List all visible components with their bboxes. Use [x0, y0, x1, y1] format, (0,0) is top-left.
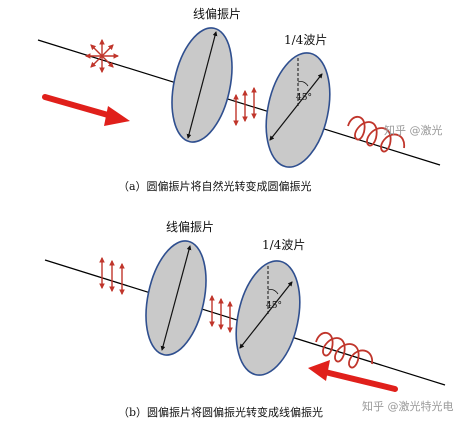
panel-b: 线偏振片 45° 1/4波片 （b）圆偏振片将圆偏振光转变成线偏振光: [44, 219, 446, 419]
watermark-a: 知乎 @激光: [384, 123, 443, 137]
incident-beam-arrow-b: [308, 360, 398, 392]
angle-label-b: 45°: [266, 301, 282, 311]
circular-polarization-helix: [347, 116, 405, 153]
natural-light-symbol: [84, 38, 120, 74]
linear-polarizer-plate: [171, 27, 233, 143]
angle-label: 45°: [296, 93, 312, 103]
linear-polarization-arrows: [233, 86, 257, 127]
output-linear-arrows: [99, 256, 125, 296]
polarizer-label: 线偏振片: [193, 6, 241, 21]
quarter-wave-plate-b: [235, 260, 301, 376]
incident-beam-arrow: [42, 94, 130, 126]
watermark-b: 知乎 @激光特光电: [362, 399, 454, 413]
quarter-wave-plate: [265, 52, 331, 168]
linear-polarizer-plate-b: [145, 240, 207, 356]
polarizer-label-b: 线偏振片: [166, 219, 214, 234]
caption-a: （a）圆偏振片将自然光转变成圆偏振光: [118, 179, 312, 193]
quarter-wave-label-b: 1/4波片: [262, 238, 305, 252]
quarter-wave-label: 1/4波片: [284, 33, 327, 47]
circular-polarization-helix-b: [315, 332, 373, 369]
linear-polarization-arrows-b: [209, 294, 233, 334]
caption-b: （b）圆偏振片将圆偏振光转变成线偏振光: [118, 405, 323, 419]
panel-a: 线偏振片 45° 1/4波片 （a）圆偏振片将自然光转变成圆偏振光: [37, 6, 441, 193]
